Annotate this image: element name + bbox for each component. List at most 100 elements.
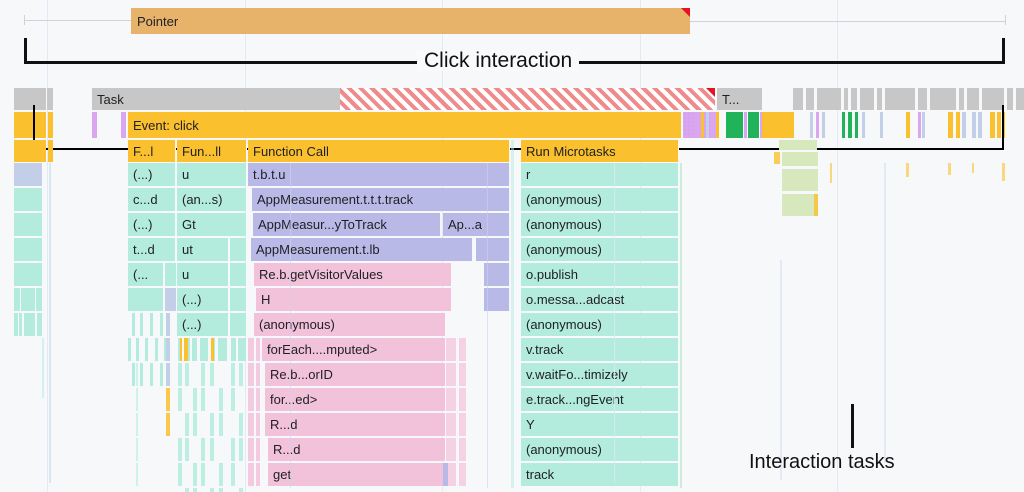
flame-bar[interactable]: (... (128, 263, 164, 286)
event-micro-block[interactable] (880, 112, 883, 138)
flame-bar[interactable]: e.track...ngEvent (521, 388, 679, 411)
task-block[interactable] (817, 88, 841, 110)
flame-bar[interactable]: R...d (265, 413, 446, 436)
event-micro-block[interactable] (711, 112, 714, 138)
event-micro-block[interactable] (744, 112, 747, 138)
task-block[interactable] (1016, 88, 1024, 110)
task-block[interactable] (47, 88, 53, 110)
flame-bar[interactable]: (...) (128, 213, 176, 236)
event-micro-block[interactable] (997, 112, 1001, 138)
task-block[interactable] (918, 88, 927, 110)
flame-bar-unlabeled[interactable] (128, 288, 164, 311)
event-micro-block[interactable] (978, 112, 982, 138)
event-micro-block[interactable] (962, 112, 966, 138)
flame-bar-unlabeled[interactable] (230, 263, 247, 286)
event-click-bar[interactable]: Event: click (128, 112, 681, 138)
event-micro-block[interactable] (906, 112, 910, 138)
event-micro-block[interactable] (972, 112, 976, 138)
flame-bar[interactable]: (...) (177, 288, 229, 311)
flame-bar[interactable]: (anonymous) (521, 238, 679, 261)
flame-bar[interactable]: for...ed> (265, 388, 446, 411)
flame-bar[interactable]: (anonymous) (254, 313, 446, 336)
flame-bar[interactable]: u (177, 263, 229, 286)
event-micro-block[interactable] (855, 112, 858, 138)
task-block[interactable] (877, 88, 882, 110)
flame-bar[interactable]: F...l (128, 140, 176, 162)
event-block-violet[interactable] (683, 112, 716, 138)
task-block[interactable] (860, 88, 874, 110)
flame-bar[interactable]: (...) (177, 313, 229, 336)
task-block[interactable] (14, 88, 46, 110)
flame-bar-unlabeled[interactable] (230, 313, 247, 336)
event-micro-block[interactable] (956, 112, 960, 138)
task-block[interactable] (806, 88, 814, 110)
event-micro-block[interactable] (716, 112, 719, 138)
event-block-yellow[interactable] (762, 112, 794, 138)
flame-bar[interactable]: v.track (521, 338, 679, 361)
flame-bar-unlabeled[interactable] (484, 263, 510, 286)
flame-bar-unlabeled[interactable] (230, 238, 247, 261)
task-block[interactable] (959, 88, 964, 110)
flame-bar[interactable]: t.b.t.u (248, 163, 510, 186)
event-micro-block[interactable] (816, 112, 819, 138)
flame-bar[interactable]: Fun...ll (177, 140, 247, 162)
task-block[interactable] (1007, 88, 1013, 110)
task-block[interactable] (982, 88, 1004, 110)
event-micro-block[interactable] (990, 112, 995, 138)
flame-bar[interactable]: (anonymous) (521, 213, 679, 236)
flame-bar[interactable]: Function Call (248, 140, 510, 162)
task-block-main[interactable]: Task (92, 88, 340, 110)
event-micro-block[interactable] (696, 112, 699, 138)
flame-bar[interactable]: AppMeasur...yToTrack (253, 213, 441, 236)
flame-bar[interactable]: c...d (128, 188, 176, 211)
event-micro-block[interactable] (922, 112, 925, 138)
flame-bar-unlabeled[interactable] (165, 288, 177, 311)
event-micro-block[interactable] (948, 112, 953, 138)
pointer-interaction-bar[interactable] (131, 8, 690, 34)
flame-bar[interactable]: (anonymous) (521, 313, 679, 336)
flame-bar-unlabeled[interactable] (165, 263, 177, 286)
event-micro-block[interactable] (760, 112, 762, 138)
event-micro-block[interactable] (706, 112, 709, 138)
flame-bar[interactable]: t...d (128, 238, 176, 261)
event-micro-block[interactable] (918, 112, 921, 138)
event-micro-block[interactable] (862, 112, 865, 138)
event-block[interactable] (48, 112, 53, 138)
flame-bar[interactable]: r (521, 163, 679, 186)
flame-bar[interactable]: track (521, 463, 679, 486)
flame-bar[interactable]: o.messa...adcast (521, 288, 679, 311)
flame-bar[interactable]: (an...s) (177, 188, 247, 211)
event-block-violet[interactable] (121, 112, 126, 138)
flame-bar[interactable]: forEach....mputed> (262, 338, 446, 361)
flame-bar[interactable]: u (177, 163, 247, 186)
flame-bar[interactable]: o.publish (521, 263, 679, 286)
flame-bar-unlabeled[interactable] (484, 288, 510, 311)
task-block[interactable] (851, 88, 857, 110)
event-micro-block[interactable] (701, 112, 704, 138)
task-block[interactable] (930, 88, 956, 110)
flame-bar-unlabeled[interactable] (230, 288, 247, 311)
event-micro-block[interactable] (842, 112, 845, 138)
flame-bar[interactable]: Y (521, 413, 679, 436)
event-micro-block[interactable] (810, 112, 813, 138)
flame-bar-unlabeled[interactable] (476, 238, 510, 261)
event-micro-block[interactable] (848, 112, 852, 138)
event-block-green[interactable] (726, 112, 743, 138)
task-block[interactable] (967, 88, 979, 110)
flame-bar[interactable]: (anonymous) (521, 188, 679, 211)
flame-bar[interactable]: AppMeasurement.t.t.t.track (252, 188, 510, 211)
task-block[interactable] (885, 88, 915, 110)
flame-bar[interactable]: v.waitFo...timizely (521, 363, 679, 386)
event-micro-block[interactable] (822, 112, 825, 138)
flame-bar[interactable]: R...d (268, 438, 446, 461)
event-block[interactable] (14, 112, 46, 138)
flame-bar[interactable]: Gt (177, 213, 247, 236)
flame-bar[interactable]: Re.b.getVisitorValues (254, 263, 452, 286)
flame-bar[interactable]: get (268, 463, 446, 486)
flame-bar[interactable]: AppMeasurement.t.lb (251, 238, 473, 261)
flame-bar[interactable]: Re.b...orID (265, 363, 446, 386)
event-block-violet[interactable] (92, 112, 97, 138)
flame-bar[interactable]: ut (177, 238, 229, 261)
flame-bar[interactable]: Run Microtasks (521, 140, 679, 162)
